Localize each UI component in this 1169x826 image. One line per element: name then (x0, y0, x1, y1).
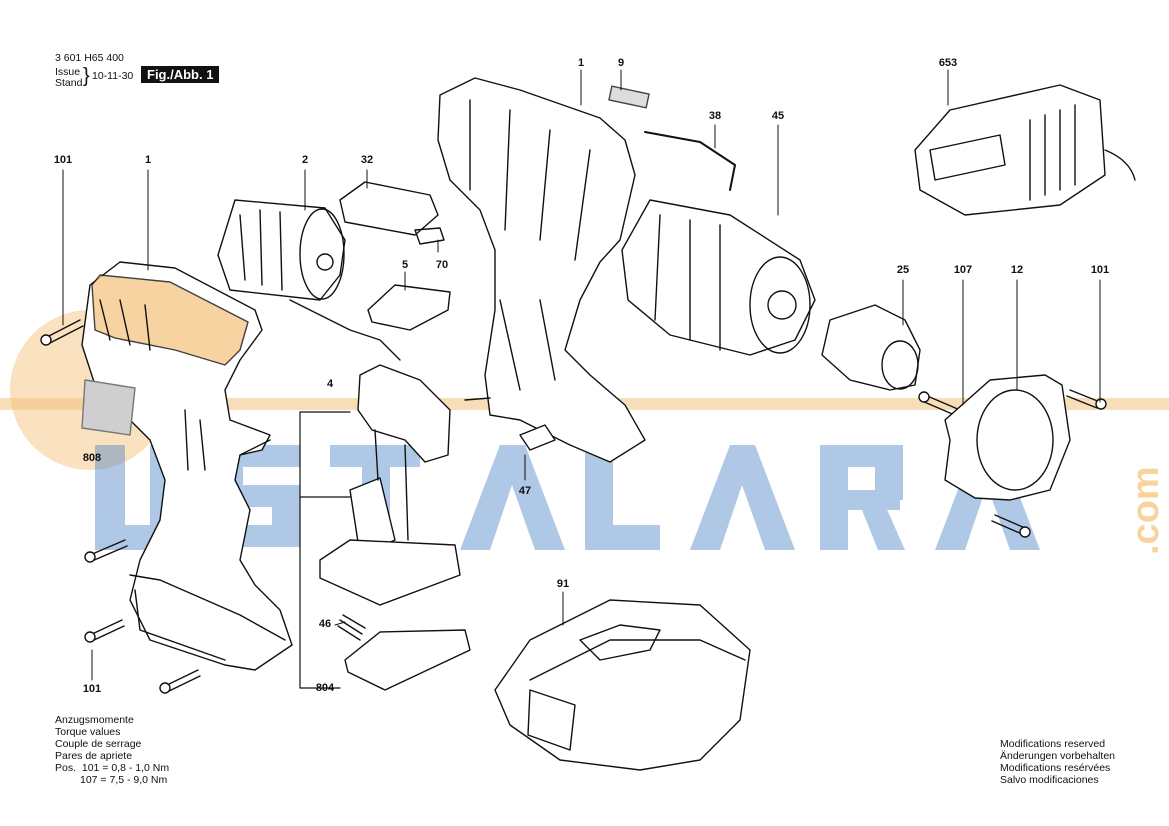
battery-pack (494, 599, 751, 771)
screws (40, 319, 1107, 694)
leader-lines (62, 69, 1101, 681)
torque-row2: 107 = 7,5 - 9,0 Nm (80, 774, 168, 786)
modification-notice: Modifications reserved Änderungen vorbeh… (1000, 738, 1115, 786)
torque-line: Torque values (55, 726, 121, 738)
callout-107: 107 (953, 264, 973, 276)
issue-label: Issue (55, 66, 81, 78)
label-plate (81, 379, 136, 436)
callout-808: 808 (82, 452, 102, 464)
callout-1: 1 (577, 57, 585, 69)
callout-91: 91 (556, 578, 570, 590)
callout-9: 9 (617, 57, 625, 69)
nameplate (608, 85, 650, 109)
clip (414, 227, 445, 245)
callout-32: 32 (360, 154, 374, 166)
notice-line: Modifications resérvées (1000, 762, 1111, 774)
torque-notes: Anzugsmomente Torque values Couple de se… (55, 714, 169, 786)
callout-804: 804 (315, 682, 335, 694)
pos-label: Pos. (55, 762, 77, 774)
callout-4: 4 (326, 378, 334, 390)
callout-2: 2 (301, 154, 309, 166)
stand-label: Stand (55, 77, 83, 89)
notice-line: Modifications reserved (1000, 738, 1106, 750)
callout-653: 653 (938, 57, 958, 69)
callout-5: 5 (401, 259, 409, 271)
issue-date: 10-11-30 (92, 70, 134, 82)
callout-101: 101 (1090, 264, 1110, 276)
housing-right (437, 77, 646, 463)
callout-70: 70 (435, 259, 449, 271)
switch-slide (367, 284, 451, 331)
charger (914, 84, 1136, 216)
torque-line: Anzugsmomente (55, 714, 134, 726)
notice-line: Salvo modificaciones (1000, 774, 1099, 786)
callout-1: 1 (144, 154, 152, 166)
torque-row: Pos. 101 = 0,8 - 1,0 Nm (55, 762, 169, 774)
wires (289, 299, 401, 361)
callout-12: 12 (1010, 264, 1024, 276)
torque-line: Couple de serrage (55, 738, 142, 750)
watermark-suffix: .com (1125, 466, 1167, 555)
brush-holder (339, 181, 439, 236)
callout-47: 47 (518, 485, 532, 497)
callout-38: 38 (708, 110, 722, 122)
torque-row1: 101 = 0,8 - 1,0 Nm (81, 762, 170, 774)
torque-row: 107 = 7,5 - 9,0 Nm (55, 774, 169, 786)
housing-left (81, 261, 293, 671)
board (319, 539, 461, 606)
clamp-spring (644, 131, 736, 191)
callout-101: 101 (82, 683, 102, 695)
callout-46: 46 (318, 618, 332, 630)
chuck (821, 304, 921, 391)
brace: } (83, 65, 90, 87)
callout-25: 25 (896, 264, 910, 276)
clip-47 (519, 424, 556, 451)
bracket (299, 411, 351, 689)
motor (217, 199, 346, 301)
callout-101: 101 (53, 154, 73, 166)
gearbox (621, 199, 816, 356)
figure-label: Fig./Abb. 1 (141, 66, 220, 83)
switch (349, 364, 451, 556)
torque-line: Pares de apriete (55, 750, 133, 762)
callout-45: 45 (771, 110, 785, 122)
part-number: 3 601 H65 400 (55, 52, 124, 64)
contact-plate (344, 629, 471, 691)
notice-line: Änderungen vorbehalten (1000, 750, 1116, 762)
gear-ring (944, 374, 1071, 501)
